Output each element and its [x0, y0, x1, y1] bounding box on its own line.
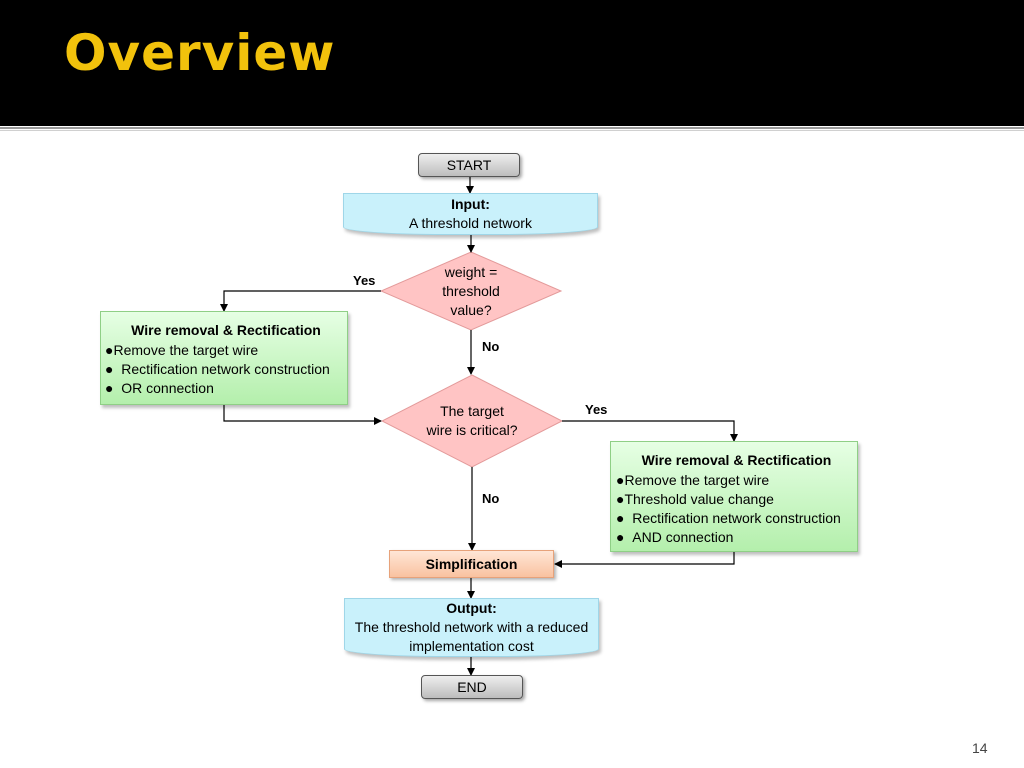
input-text: A threshold network	[409, 215, 532, 231]
left-process-item: ● OR connection	[105, 380, 214, 396]
title-divider-light	[0, 130, 1024, 131]
decision-critical-text: The target wire is critical?	[407, 402, 537, 440]
decision-critical-line: The target	[440, 403, 504, 419]
left-process-box: Wire removal & Rectification ●Remove the…	[100, 311, 348, 405]
right-process-box: Wire removal & Rectification ●Remove the…	[610, 441, 858, 552]
label-yes-decision1: Yes	[353, 273, 376, 288]
title-bar	[0, 0, 1024, 126]
label-no-decision1: No	[482, 339, 500, 354]
start-terminal: START	[418, 153, 520, 177]
simplification-label: Simplification	[425, 555, 518, 572]
end-label: END	[457, 678, 487, 695]
arrow-decision1-yes	[220, 290, 381, 312]
input-heading: Input:	[451, 196, 490, 212]
slide-title: Overview	[64, 24, 336, 82]
right-process-item: ●Threshold value change	[616, 491, 774, 507]
output-heading: Output:	[446, 600, 497, 616]
output-text-line: implementation cost	[409, 638, 534, 654]
left-process-item: ●Remove the target wire	[105, 342, 259, 358]
left-process-item: ● Rectification network construction	[105, 361, 330, 377]
output-box: Output: The threshold network with a red…	[344, 598, 599, 657]
right-process-item: ● Rectification network construction	[616, 510, 841, 526]
arrow-leftprocess-decision2	[223, 405, 382, 425]
input-box: Input: A threshold network	[343, 193, 598, 235]
simplification-box: Simplification	[389, 550, 554, 578]
start-label: START	[446, 156, 492, 173]
decision-weight-line: value?	[450, 302, 492, 318]
decision-weight-text: weight = threshold value?	[411, 263, 531, 320]
decision-weight-line: threshold	[442, 283, 500, 299]
decision-critical-line: wire is critical?	[426, 422, 518, 438]
arrow-rightprocess-simplification	[554, 552, 735, 568]
end-terminal: END	[421, 675, 523, 699]
output-text-line: The threshold network with a reduced	[354, 619, 589, 635]
left-process-title: Wire removal & Rectification	[131, 322, 321, 338]
decision-weight-line: weight =	[444, 264, 498, 280]
title-divider	[0, 127, 1024, 129]
label-no-decision2: No	[482, 491, 500, 506]
right-process-item: ● AND connection	[616, 529, 734, 545]
page-number: 14	[972, 740, 988, 756]
label-yes-decision2: Yes	[585, 402, 608, 417]
right-process-title: Wire removal & Rectification	[641, 452, 832, 468]
right-process-item: ●Remove the target wire	[616, 472, 770, 488]
arrow-decision2-yes	[562, 420, 738, 442]
